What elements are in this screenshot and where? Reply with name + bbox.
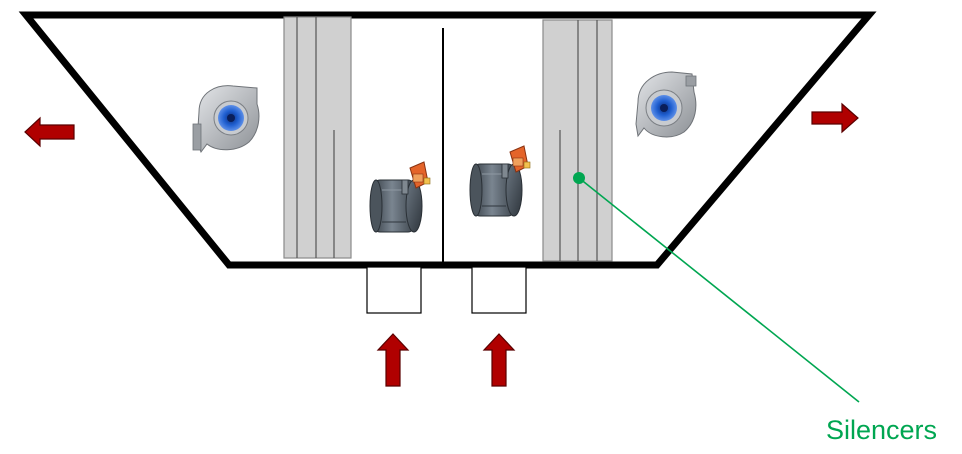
inlet-duct-right	[471, 266, 527, 314]
outlet-arrow-left	[24, 116, 75, 148]
silencer-left	[283, 16, 352, 259]
inlet-arrow-up-right	[482, 333, 516, 387]
inlet-arrow-up-left	[376, 333, 410, 387]
outlet-arrow-right	[811, 102, 859, 134]
centrifugal-fan-icon	[192, 85, 260, 154]
silencers-callout	[573, 172, 860, 403]
callout-dot	[573, 172, 585, 184]
housing-outline	[18, 11, 877, 269]
centrifugal-fan-icon	[635, 71, 697, 138]
silencer-right	[542, 19, 613, 262]
damper-with-actuator-icon	[369, 161, 436, 233]
damper-with-actuator-icon	[469, 145, 542, 217]
inlet-duct-left	[366, 266, 422, 314]
silencers-label: Silencers	[826, 415, 938, 445]
